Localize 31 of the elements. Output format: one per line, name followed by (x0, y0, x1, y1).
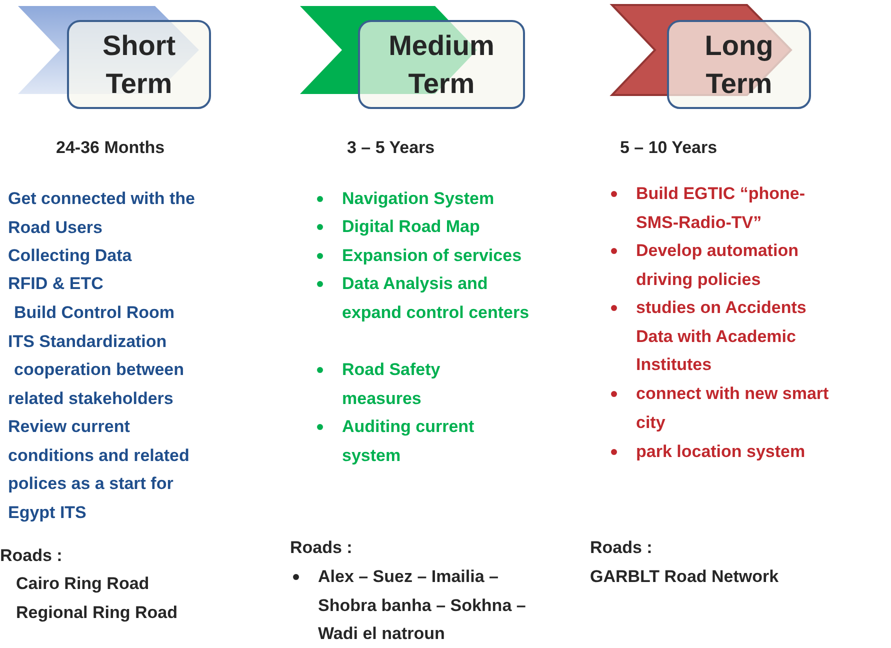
term-title: Short Term (101, 28, 177, 100)
action-item: Expansion of services (342, 245, 523, 267)
period-heading: 24-36 Months (56, 137, 166, 159)
action-item: park location system (636, 441, 806, 463)
term-box (667, 20, 811, 109)
road-name: Regional Ring Road (16, 602, 178, 624)
action-item: Navigation System (342, 188, 496, 210)
action-item: Data Analysis and expand control centers (342, 273, 530, 324)
period-heading: 5 – 10 Years (620, 137, 718, 159)
action-item: Collecting Data (8, 245, 133, 267)
period-heading: 3 – 5 Years (347, 137, 436, 159)
roads-heading: Roads : (590, 537, 654, 559)
term-title: Medium Term (388, 28, 496, 100)
road-name: Cairo Ring Road (16, 573, 150, 595)
action-item: Digital Road Map (342, 216, 481, 238)
roads-heading: Roads : (0, 545, 64, 567)
action-item: Get connected with the Road Users (8, 188, 196, 239)
action-item: RFID & ETC (8, 273, 104, 295)
road-name: Alex – Suez – Imailia – Shobra banha – Sokhna – Wadi el natroun (318, 566, 527, 646)
road-name: GARBLT Road Network (590, 566, 780, 588)
action-item: ITS Standardization (8, 331, 168, 353)
term-title: Long Term (704, 28, 774, 100)
term-box (358, 20, 525, 109)
roads-heading: Roads : (290, 537, 354, 559)
action-item: Road Safety measures (342, 359, 442, 410)
action-item: Review current conditions and related polices as a start for Egypt ITS (8, 416, 190, 524)
term-box (67, 20, 211, 109)
action-item: Build EGTIC “phone-SMS-Radio-TV” (636, 183, 806, 234)
action-item: Auditing current system (342, 416, 476, 467)
action-item: Build Control Room (13, 302, 176, 324)
action-item: cooperation between related stakeholders (8, 359, 186, 410)
